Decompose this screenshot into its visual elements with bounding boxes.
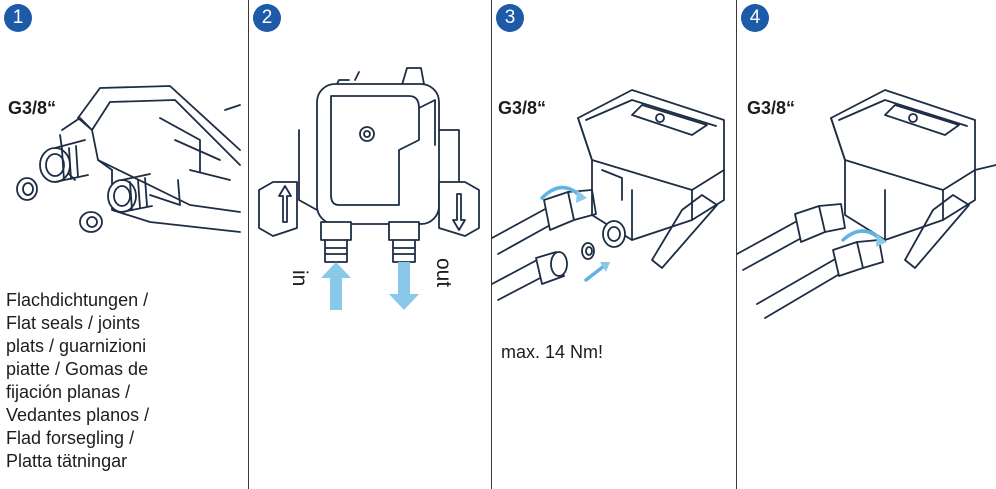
- note-line: Platta tätningar: [6, 451, 128, 471]
- outlet-label: out: [432, 258, 455, 288]
- step-number-badge: 1: [4, 4, 32, 32]
- torque-note: max. 14 Nm!: [501, 342, 604, 362]
- note-line: Flad forsegling /: [6, 428, 135, 448]
- note-line: plats / guarnizioni: [6, 336, 147, 356]
- step-3-panel: 3 G3/8“ max. 14 Nm!: [491, 0, 736, 489]
- device-front-illustration: [258, 67, 480, 310]
- panel-divider: [491, 0, 492, 489]
- note-line: Flat seals / joints: [6, 313, 141, 333]
- panel-divider: [248, 0, 249, 489]
- note-line: Flachdichtungen /: [6, 290, 149, 310]
- step-number-badge: 4: [741, 4, 769, 32]
- step-number-badge: 3: [496, 4, 524, 32]
- connected-device-illustration: [736, 89, 996, 319]
- note-line: Vedantes planos /: [6, 405, 150, 425]
- flat-seals-note: Flachdichtungen / Flat seals / joints pl…: [6, 289, 242, 473]
- arrow-down-icon: [389, 262, 419, 310]
- rotate-arrow-icon: [841, 229, 883, 242]
- thread-size-label: G3/8“: [8, 98, 57, 118]
- inlet-label: in: [288, 270, 311, 287]
- fitting-illustration: [16, 85, 241, 233]
- step-4-panel: 4 G3/8“: [736, 0, 996, 489]
- note-line: piatte / Gomas de: [6, 359, 149, 379]
- panel-divider: [736, 0, 737, 489]
- thread-size-label: G3/8“: [747, 98, 796, 118]
- step-2-panel: 2 in out: [249, 0, 491, 489]
- step-1-panel: 1 G3/8“ Flachdichtungen / Flat seals / j…: [0, 0, 248, 489]
- step-number-badge: 2: [253, 4, 281, 32]
- note-line: fijación planas /: [6, 382, 131, 402]
- thread-size-label: G3/8“: [498, 98, 547, 118]
- arrow-up-icon: [321, 262, 351, 310]
- hose-connection-illustration: [491, 89, 725, 301]
